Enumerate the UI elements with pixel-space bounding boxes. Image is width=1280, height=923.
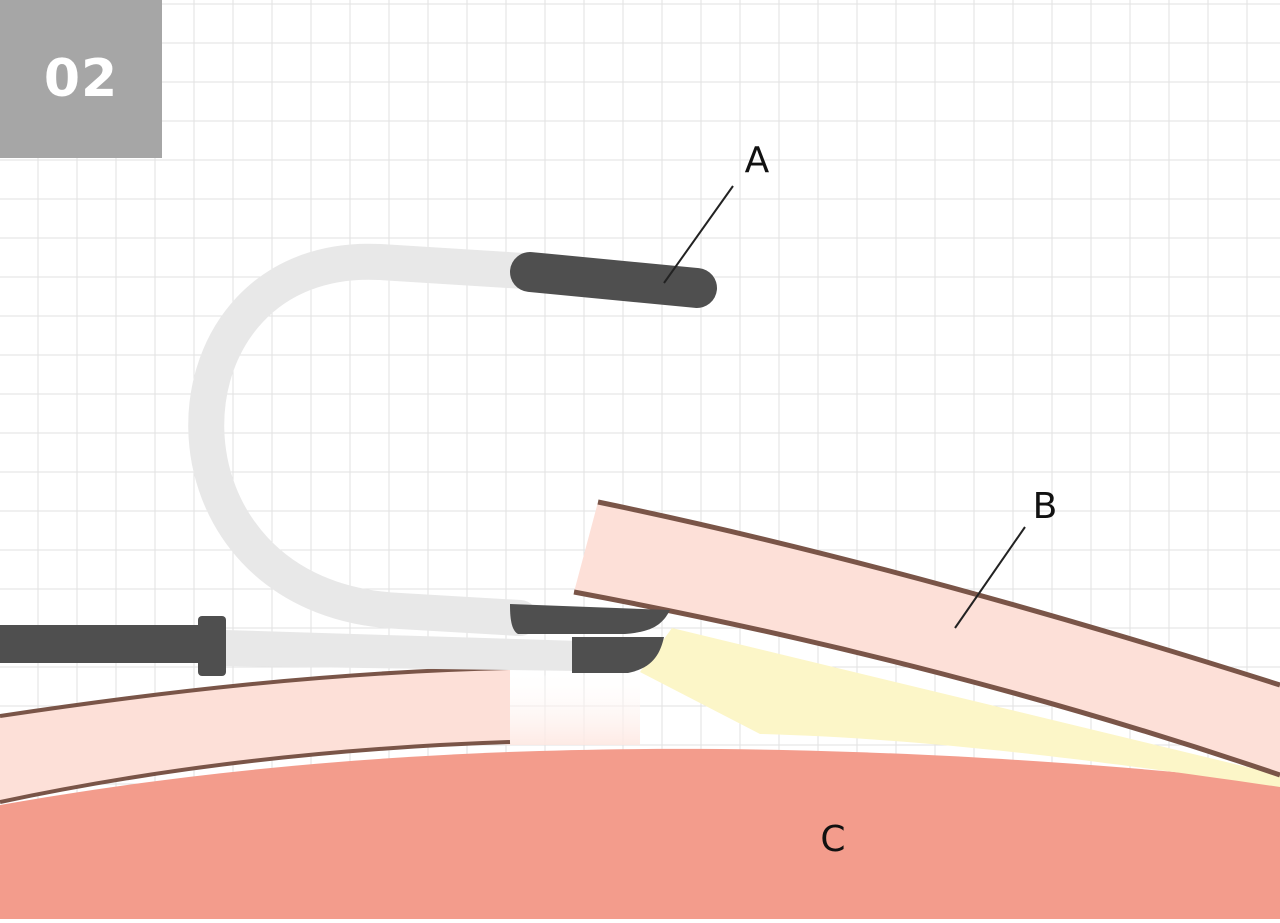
left-skin-top-edge <box>0 666 511 718</box>
step-number-text: 02 <box>43 49 119 109</box>
light-guide-tip <box>510 604 670 634</box>
label-c: C <box>820 819 845 860</box>
left-skin-layer <box>0 668 510 802</box>
retractor-sleeve <box>226 630 580 671</box>
flap-top-edge <box>597 499 1280 688</box>
retractor-tip <box>572 637 664 673</box>
light-guide-tube <box>188 243 558 636</box>
retractor-collar <box>198 616 226 676</box>
light-guide-handle-end <box>510 252 717 308</box>
label-b-leader <box>954 526 1026 629</box>
flap-bottom-edge <box>573 589 1280 778</box>
step-number-badge: 02 <box>0 0 162 158</box>
label-b: B <box>1033 486 1058 527</box>
retractor-shaft <box>0 625 204 663</box>
left-skin-bottom-edge <box>0 740 511 804</box>
label-a-leader <box>663 185 734 284</box>
muscle-layer <box>0 748 1280 919</box>
label-a: A <box>745 140 770 181</box>
tissue-gap <box>505 674 640 745</box>
light-beam <box>640 628 1280 787</box>
lifted-skin-flap <box>574 502 1280 775</box>
